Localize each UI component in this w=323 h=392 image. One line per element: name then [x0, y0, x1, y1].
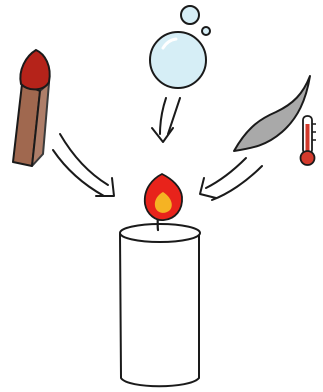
bubble-tiny: [202, 27, 210, 35]
arrow-from-match: [53, 134, 114, 196]
arrow-from-heat: [200, 158, 262, 200]
thermometer-icon: [301, 116, 317, 165]
candle-body: [120, 234, 199, 386]
bubble-icon: [150, 6, 210, 88]
flame-icon: [145, 174, 182, 220]
bubble-small: [181, 6, 199, 24]
match-icon: [13, 50, 50, 166]
candle-top: [120, 224, 200, 242]
heat-wave-icon: [234, 76, 310, 151]
arrow-from-bubble: [152, 98, 180, 142]
candle-icon: [120, 212, 200, 386]
match-head: [20, 50, 49, 89]
thermometer-bulb: [301, 151, 315, 165]
heat-wave-shape: [234, 76, 310, 151]
bubble-large: [150, 32, 206, 88]
